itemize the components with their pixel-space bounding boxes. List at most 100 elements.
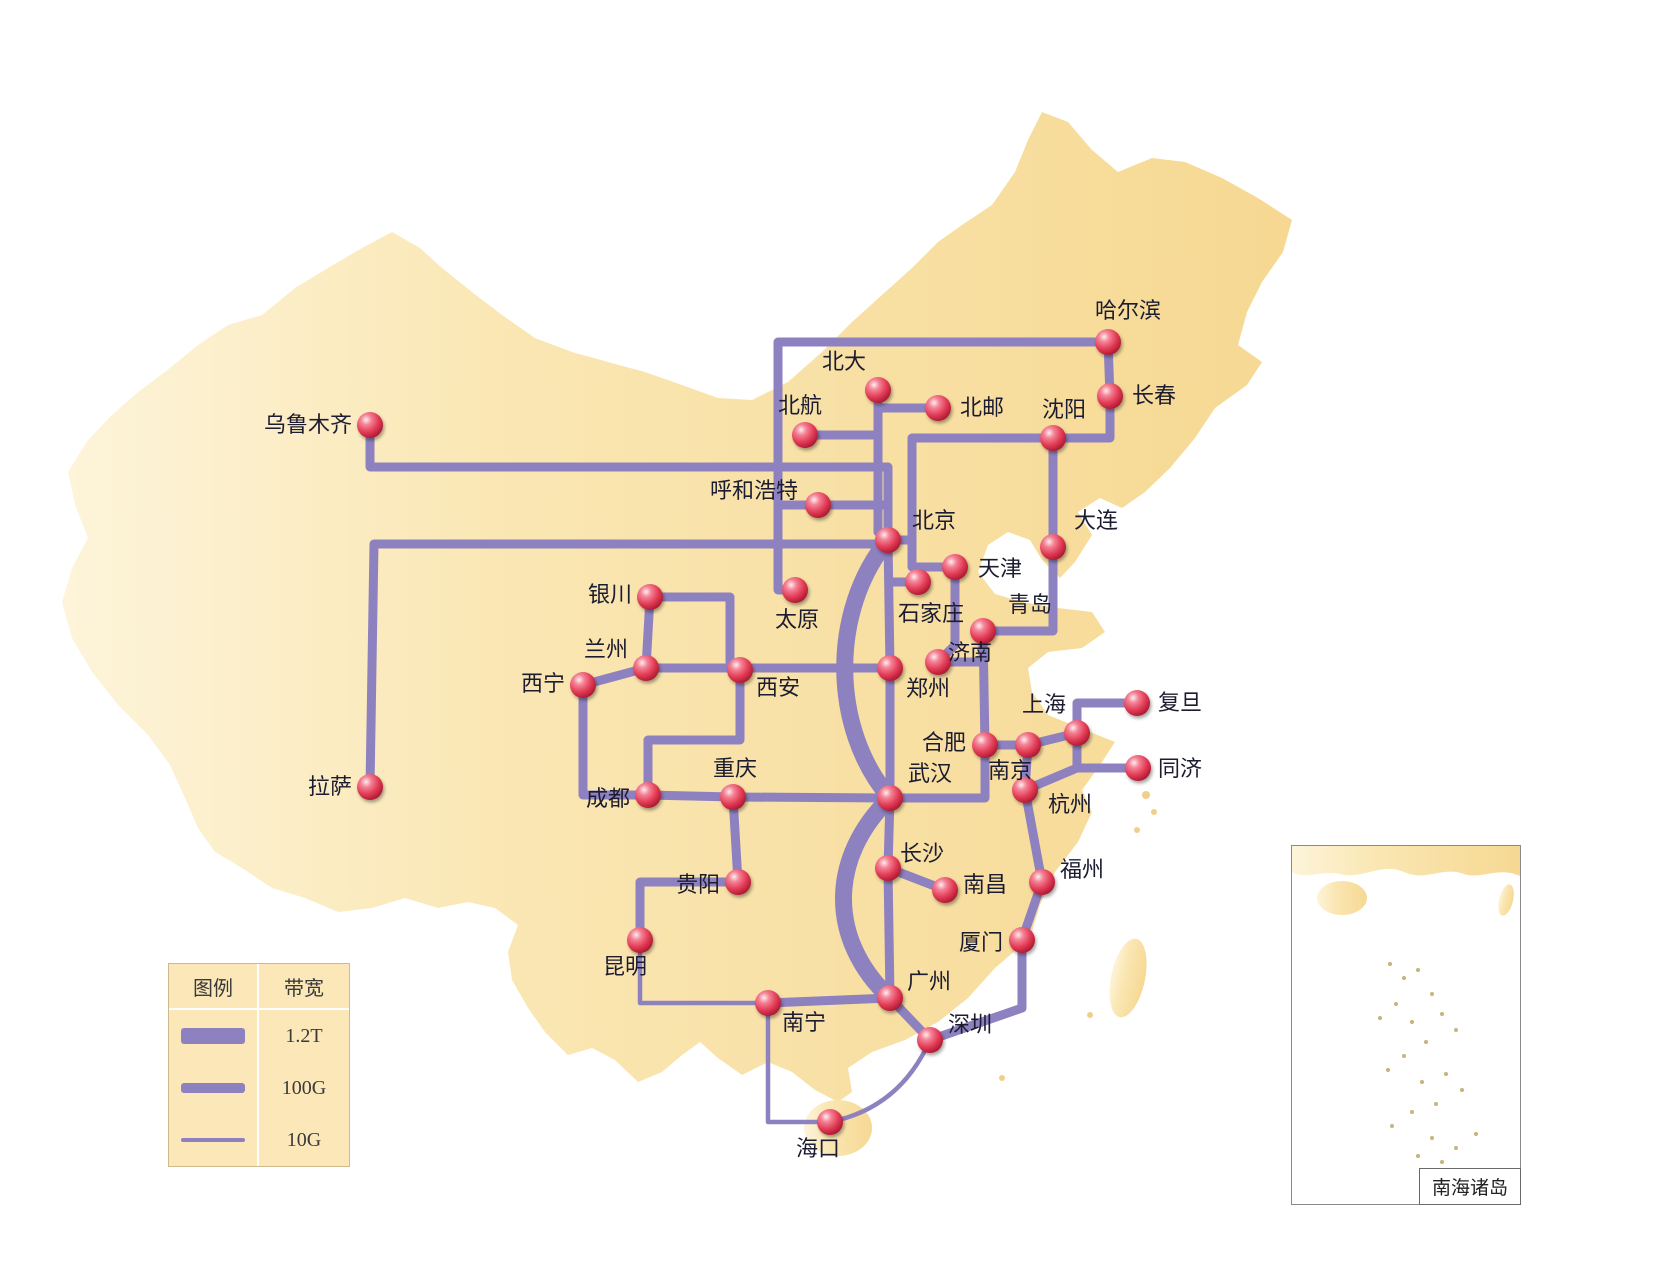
edge-wulumuqi-beijing [365,420,893,545]
city-label-changsha: 长沙 [900,841,944,866]
city-node-beiyou [925,395,951,421]
city-label-nanjing: 南京 [988,758,1032,783]
edge-chongqing-wuhan [728,792,895,803]
edge-chongqing-guiyang [728,792,743,887]
city-node-yinchuan [637,584,663,610]
city-label-dalian: 大连 [1074,508,1118,533]
city-node-xiamen [1009,927,1035,953]
city-node-haikou [817,1109,843,1135]
city-label-xining: 西宁 [521,671,565,696]
taiwan-island [1109,938,1147,1018]
city-node-lasa [357,774,383,800]
legend-bar-swatch [181,1028,245,1044]
edge-guiyang-kunming [635,877,743,945]
city-label-shijiazhuang: 石家庄 [898,601,964,626]
city-label-haerbin: 哈尔滨 [1095,298,1161,323]
legend-bar-1-2t [169,1010,259,1062]
edge-hangzhou-fuzhou [1020,785,1047,887]
city-node-tongji [1125,755,1151,781]
city-node-guangzhou [877,985,903,1011]
city-label-chengdu: 成都 [586,786,630,811]
legend-label-100g: 100G [281,1076,327,1099]
city-label-guangzhou: 广州 [907,969,951,994]
city-label-wulumuqi: 乌鲁木齐 [264,412,352,437]
city-node-nanchang [932,877,958,903]
city-nodes [357,329,1151,1135]
inset-label: 南海诸岛 [1418,1168,1521,1205]
edge-xian-chengdu [643,665,745,800]
city-node-chengdu [635,782,661,808]
city-node-nanning [755,990,781,1016]
city-label-xian: 西安 [756,675,800,700]
edge-xining-chengdu [578,680,653,800]
city-node-jinan [925,649,951,675]
legend-header-bandwidth: 带宽 [259,964,349,1010]
legend-bar-swatch [181,1138,245,1142]
city-label-beiyou: 北邮 [960,395,1004,420]
edge-kunming-nanning [637,937,771,1006]
coastal-islands [999,791,1157,1081]
city-node-shijiazhuang [905,569,931,595]
city-label-beihang: 北航 [778,393,822,418]
city-label-kunming: 昆明 [603,954,647,979]
city-label-huhehaote: 呼和浩特 [710,478,798,503]
city-node-hangzhou [1012,777,1038,803]
edge-beijing-zhengzhou [883,535,895,673]
legend-header-symbol: 图例 [169,964,259,1010]
city-node-taiyuan [782,577,808,603]
legend-bar-10g [169,1114,259,1166]
city-node-beida [865,377,891,403]
city-label-chongqing: 重庆 [713,756,757,781]
city-label-haikou: 海口 [796,1136,840,1161]
legend-label-1-2t: 1.2T [285,1024,323,1047]
legend-bar-swatch [181,1083,245,1093]
city-labels: 乌鲁木齐拉萨哈尔滨长春沈阳北大北邮北航呼和浩特北京大连天津石家庄青岛济南银川太原… [264,298,1202,1161]
city-label-taiyuan: 太原 [775,607,819,632]
edge-beijing-tianjin [907,535,960,572]
city-label-hangzhou: 杭州 [1048,792,1092,817]
city-node-shanghai [1064,720,1090,746]
city-label-wuhan: 武汉 [908,761,952,786]
inset-coastline [1292,846,1520,876]
city-node-hefei [972,732,998,758]
edge-nanning-haikou [765,1000,833,1125]
city-node-shenzhen [917,1027,943,1053]
city-node-changsha [875,855,901,881]
city-node-chongqing [720,784,746,810]
south-china-sea-inset: 南海诸岛 [1291,845,1521,1205]
city-node-nanjing [1015,732,1041,758]
city-label-lanzhou: 兰州 [584,637,628,662]
city-node-wulumuqi [357,412,383,438]
city-label-beijing: 北京 [912,508,956,533]
edge-qingdao-hefei [978,626,990,750]
city-node-qingdao [970,618,996,644]
city-label-fuzhou: 福州 [1060,857,1104,882]
edge-changsha-guangzhou [883,863,895,1003]
city-node-tianjin [942,554,968,580]
city-label-shenyang: 沈阳 [1042,397,1086,422]
inset-island-dots [1378,962,1478,1180]
legend-label-10g: 10G [286,1128,322,1151]
legend: 图例 带宽 1.2T 100G 10G [168,963,350,1167]
city-node-changchun [1097,383,1123,409]
city-node-shenyang [1040,425,1066,451]
edge-guangzhou-nanning [763,993,895,1008]
city-label-changchun: 长春 [1132,383,1176,408]
city-label-tongji: 同济 [1158,756,1202,781]
inset-hainan [1317,881,1367,915]
city-label-beida: 北大 [822,349,866,374]
city-label-qingdao: 青岛 [1008,592,1052,617]
city-node-zhengzhou [877,655,903,681]
city-label-shenzhen: 深圳 [948,1012,992,1037]
city-label-xiamen: 厦门 [959,930,1003,955]
edge-chengdu-chongqing [643,790,738,802]
city-label-tianjin: 天津 [978,556,1022,581]
city-label-guiyang: 贵阳 [676,872,720,897]
edge-xiamen-shenzhen [925,935,1027,1045]
inset-map [1292,846,1520,1180]
network-edges [365,337,1143,1125]
edge-qingdao-dalian [978,542,1058,636]
city-label-hefei: 合肥 [922,730,966,755]
